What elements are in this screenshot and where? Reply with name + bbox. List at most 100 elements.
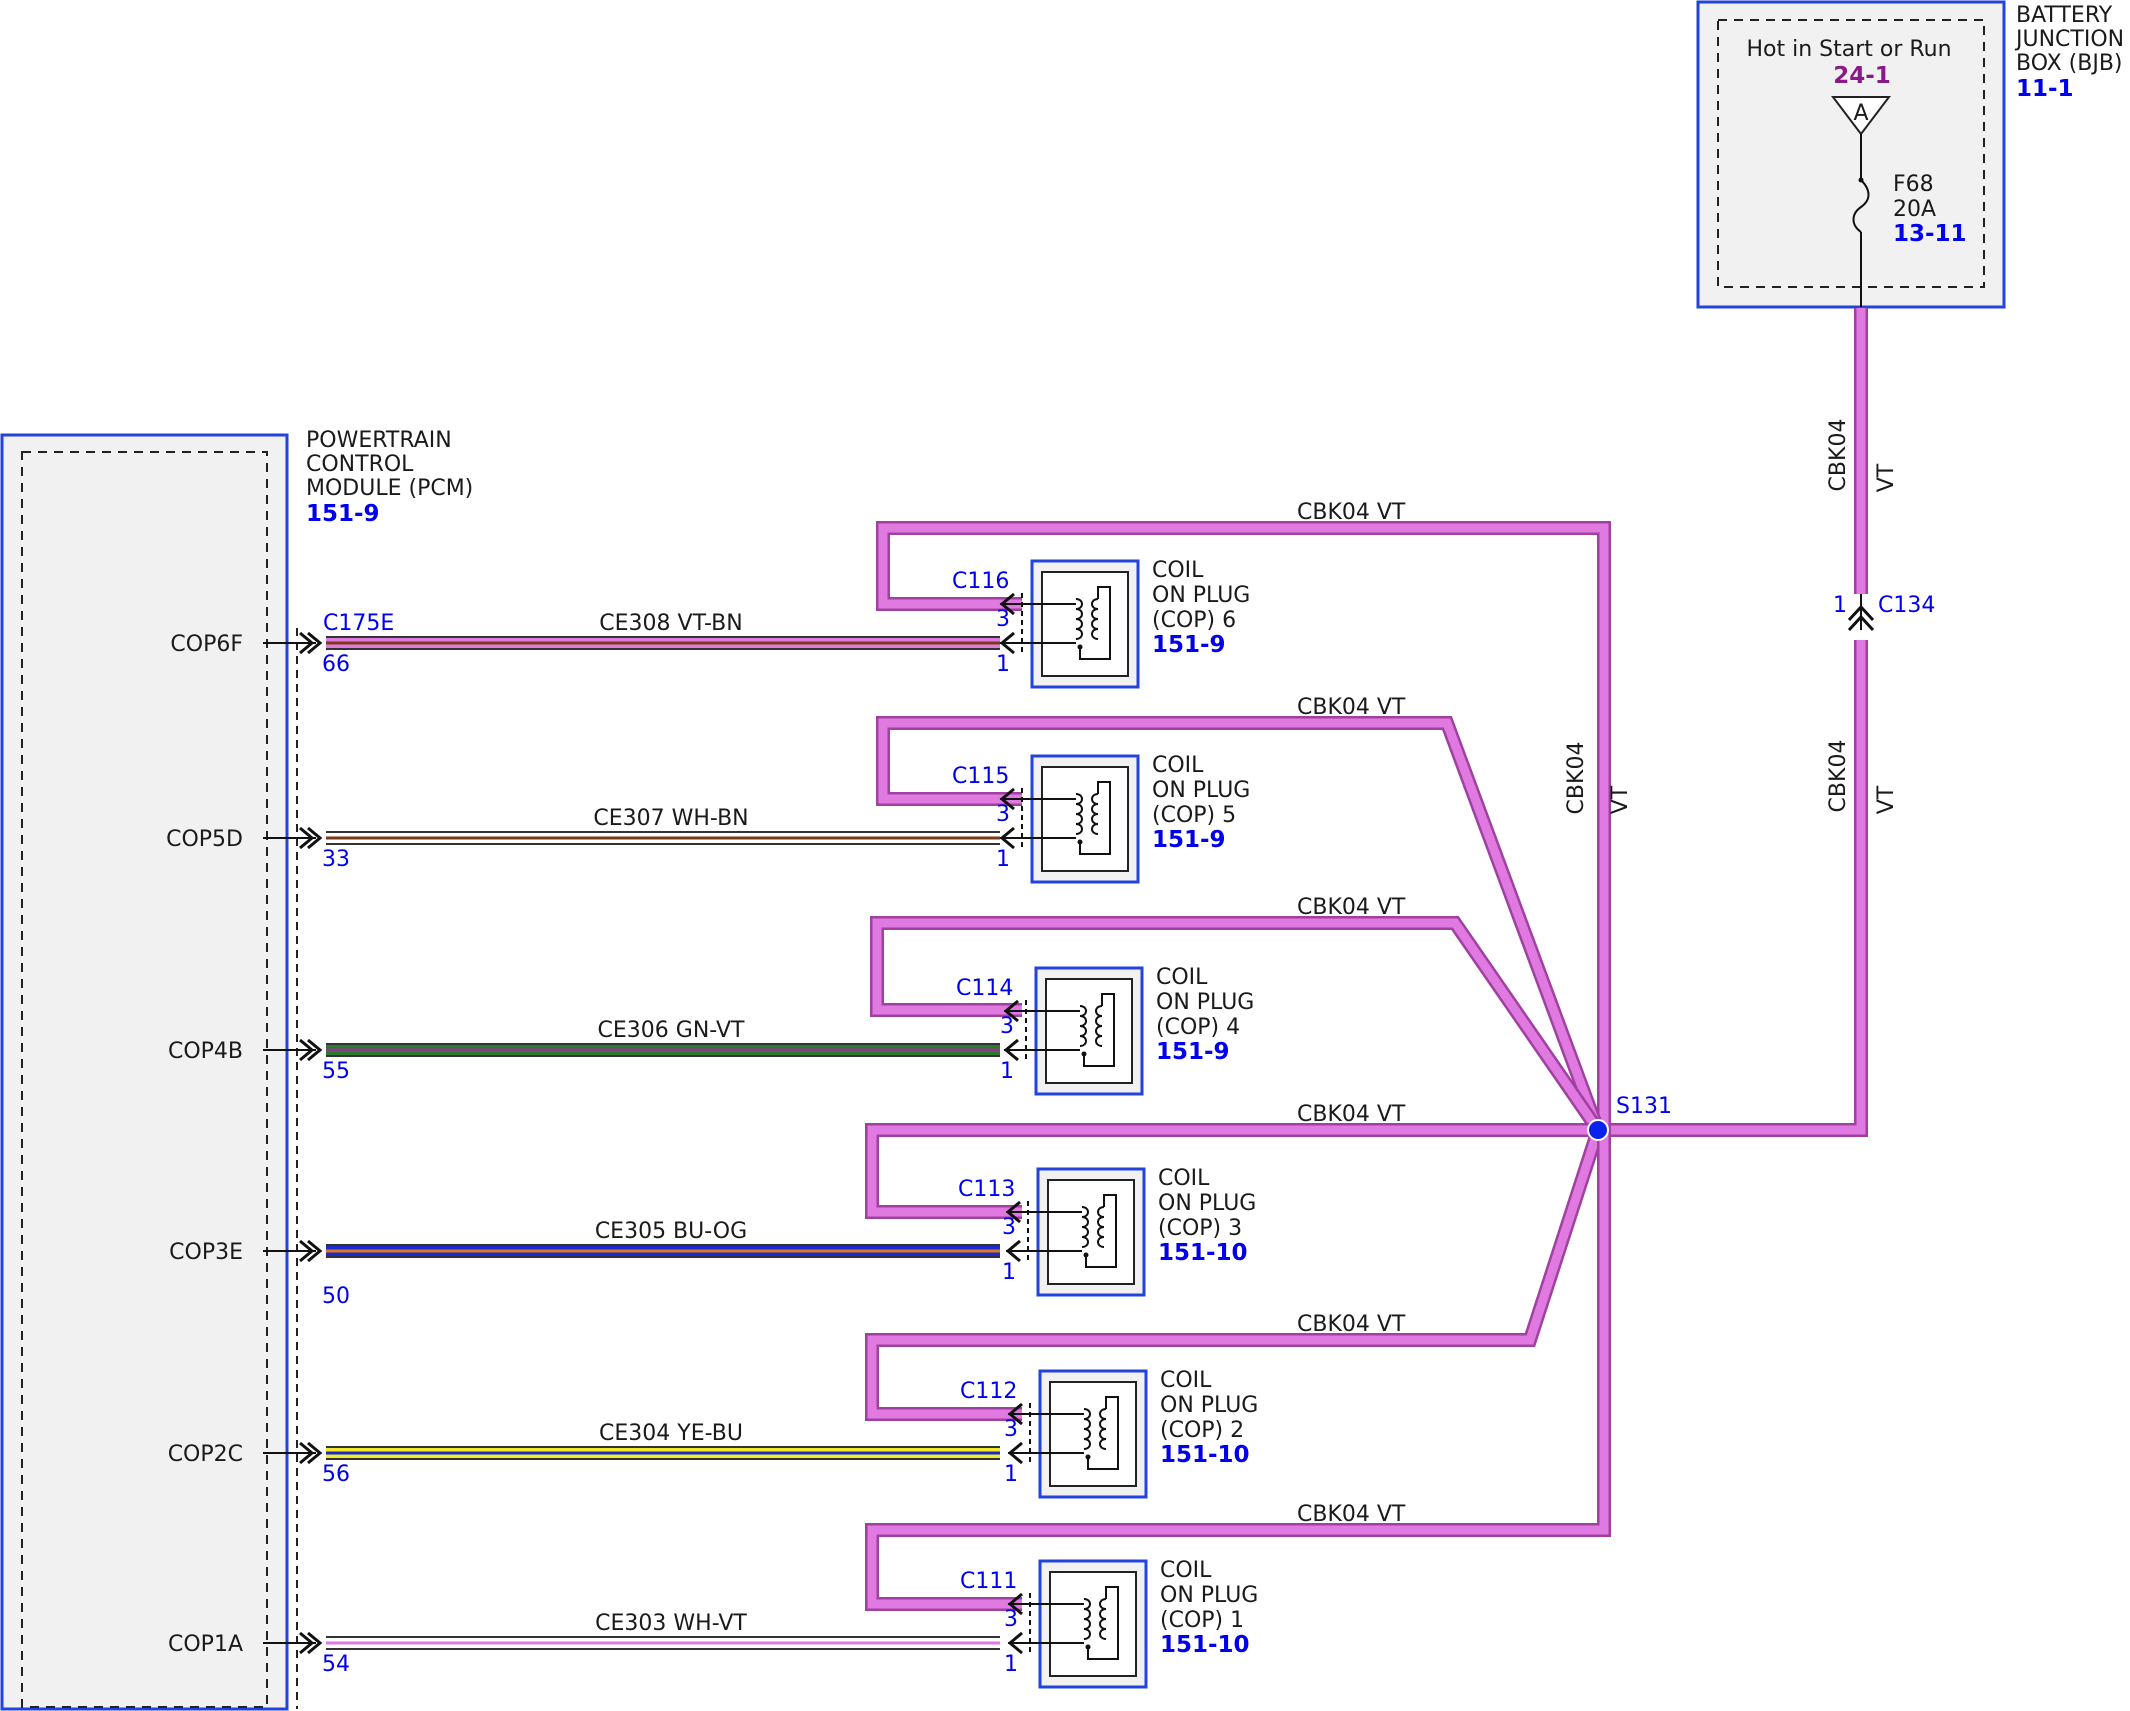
coil-pin-arrow-icon	[1005, 1239, 1021, 1263]
bus-triangle-icon	[1830, 96, 1892, 136]
coil-pin-arrow-icon	[999, 826, 1015, 850]
circuit-ce304[interactable]: CE304 YE-BU	[326, 1421, 1000, 1460]
wire-stripe-color	[326, 641, 1000, 645]
fuse-ref[interactable]: 13-11	[1893, 221, 1967, 247]
branch6-vertical-color: VT	[1608, 785, 1633, 814]
pin-function-label: COP3E	[169, 1240, 243, 1265]
feed-upper-color: VT	[1874, 463, 1899, 492]
pin-arrow-icon	[299, 631, 315, 655]
coil-pin-b: 1	[1004, 1462, 1018, 1487]
coil-frame-line	[1087, 1586, 1119, 1660]
circuit-ce303[interactable]: CE303 WH-VT	[326, 1611, 1000, 1650]
pin-arrow-icon	[307, 1239, 323, 1263]
feed-wire[interactable]	[1598, 308, 1866, 1135]
coil-pin-arrow-icon	[1007, 1441, 1023, 1465]
pcm-name-line-1: POWERTRAIN	[306, 428, 452, 453]
coil-name-line-2: ON PLUG	[1160, 1583, 1258, 1608]
bjb-name-line-1: BATTERY	[2016, 3, 2113, 28]
coil-ref[interactable]: 151-9	[1156, 1039, 1230, 1065]
bus-label: A	[1853, 101, 1868, 126]
pin-function-label: COP1A	[168, 1632, 243, 1657]
wire-stripe-color	[326, 836, 1000, 840]
coil-inner-box	[1049, 1571, 1137, 1677]
branch-wire[interactable]	[878, 523, 1609, 1130]
coil-name-line-2: ON PLUG	[1152, 583, 1250, 608]
primary-coil-icon	[1079, 1005, 1087, 1047]
c134-connector[interactable]: C134 1	[1833, 593, 1935, 632]
branch-wire[interactable]	[867, 1130, 1609, 1609]
coil-ref[interactable]: 151-9	[1152, 827, 1226, 853]
coil-ref[interactable]: 151-10	[1160, 1442, 1250, 1468]
coil-connector-name: C112	[960, 1379, 1017, 1404]
circuit-label: CE303 WH-VT	[595, 1611, 747, 1636]
pin-arrow-icon	[307, 631, 323, 655]
branch-label: CBK04 VT	[1297, 1502, 1406, 1527]
coil-pin-a: 3	[1004, 1607, 1018, 1632]
circuit-ce305[interactable]: CE305 BU-OG	[326, 1219, 1000, 1258]
secondary-coil-icon	[1091, 598, 1099, 640]
coil-name-line-3: (COP) 6	[1152, 608, 1236, 633]
circuit-label: CE307 WH-BN	[593, 806, 748, 831]
branch-wire[interactable]	[867, 1128, 1603, 1419]
coil-node	[1085, 1644, 1091, 1650]
pin-function-label: COP5D	[166, 827, 243, 852]
coil-node	[1085, 1454, 1091, 1460]
coil-pin-a: 3	[1004, 1417, 1018, 1442]
pcm-ref[interactable]: 151-9	[306, 501, 380, 527]
pcm-connector-name[interactable]: C175E	[323, 611, 394, 636]
pcm-name-line-3: MODULE (PCM)	[306, 476, 473, 501]
branch-wire[interactable]	[878, 718, 1603, 1132]
coil-connector-name: C111	[960, 1569, 1017, 1594]
coil-ref[interactable]: 151-10	[1158, 1240, 1248, 1266]
feed-lower-circuit: CBK04	[1826, 740, 1851, 813]
coil-connector-name: C113	[958, 1177, 1015, 1202]
circuit-ce307[interactable]: CE307 WH-BN	[326, 806, 1000, 845]
pcm-pin-number: 55	[322, 1059, 350, 1084]
branch-wire[interactable]	[872, 918, 1602, 1133]
primary-coil-icon	[1083, 1408, 1091, 1450]
coil-inner-box	[1047, 1179, 1135, 1285]
circuit-ce308[interactable]: CE308 VT-BN	[326, 611, 1000, 650]
pin-function-label: COP2C	[168, 1442, 243, 1467]
branch-wire-outline	[865, 1127, 1605, 1421]
coil-frame-line	[1085, 1194, 1117, 1268]
coil-ref[interactable]: 151-9	[1152, 632, 1226, 658]
coil-name-line-1: COIL	[1156, 965, 1208, 990]
circuit-ce306[interactable]: CE306 GN-VT	[326, 1018, 1000, 1057]
bjb-ref[interactable]: 11-1	[2016, 76, 2074, 102]
coil-frame-line	[1079, 586, 1111, 660]
feed-upper-circuit: CBK04	[1826, 419, 1851, 492]
branch-label: CBK04 VT	[1297, 1312, 1406, 1337]
coil-connector-name: C116	[952, 569, 1009, 594]
coil-pin-a: 3	[1002, 1215, 1016, 1240]
splice-name: S131	[1616, 1094, 1672, 1119]
coil-node	[1083, 1252, 1089, 1258]
bjb-name-line-2: JUNCTION	[2014, 27, 2124, 52]
coil-name-line-1: COIL	[1160, 1368, 1212, 1393]
coil-name-line-3: (COP) 5	[1152, 803, 1236, 828]
coil-pin-arrow-icon	[1003, 999, 1019, 1023]
pin-arrow-icon	[307, 826, 323, 850]
coil-pin-arrow-icon	[1007, 1592, 1023, 1616]
bjb-hot-ref[interactable]: 24-1	[1833, 63, 1891, 89]
coil-ref[interactable]: 151-10	[1160, 1632, 1250, 1658]
splice-s131-icon[interactable]	[1587, 1119, 1609, 1141]
branch-wire[interactable]	[867, 1125, 1598, 1217]
secondary-coil-icon	[1091, 793, 1099, 835]
bjb-hot-text: Hot in Start or Run	[1746, 37, 1951, 62]
coil-pin-arrow-icon	[999, 592, 1015, 616]
feed-lower-color: VT	[1874, 785, 1899, 814]
